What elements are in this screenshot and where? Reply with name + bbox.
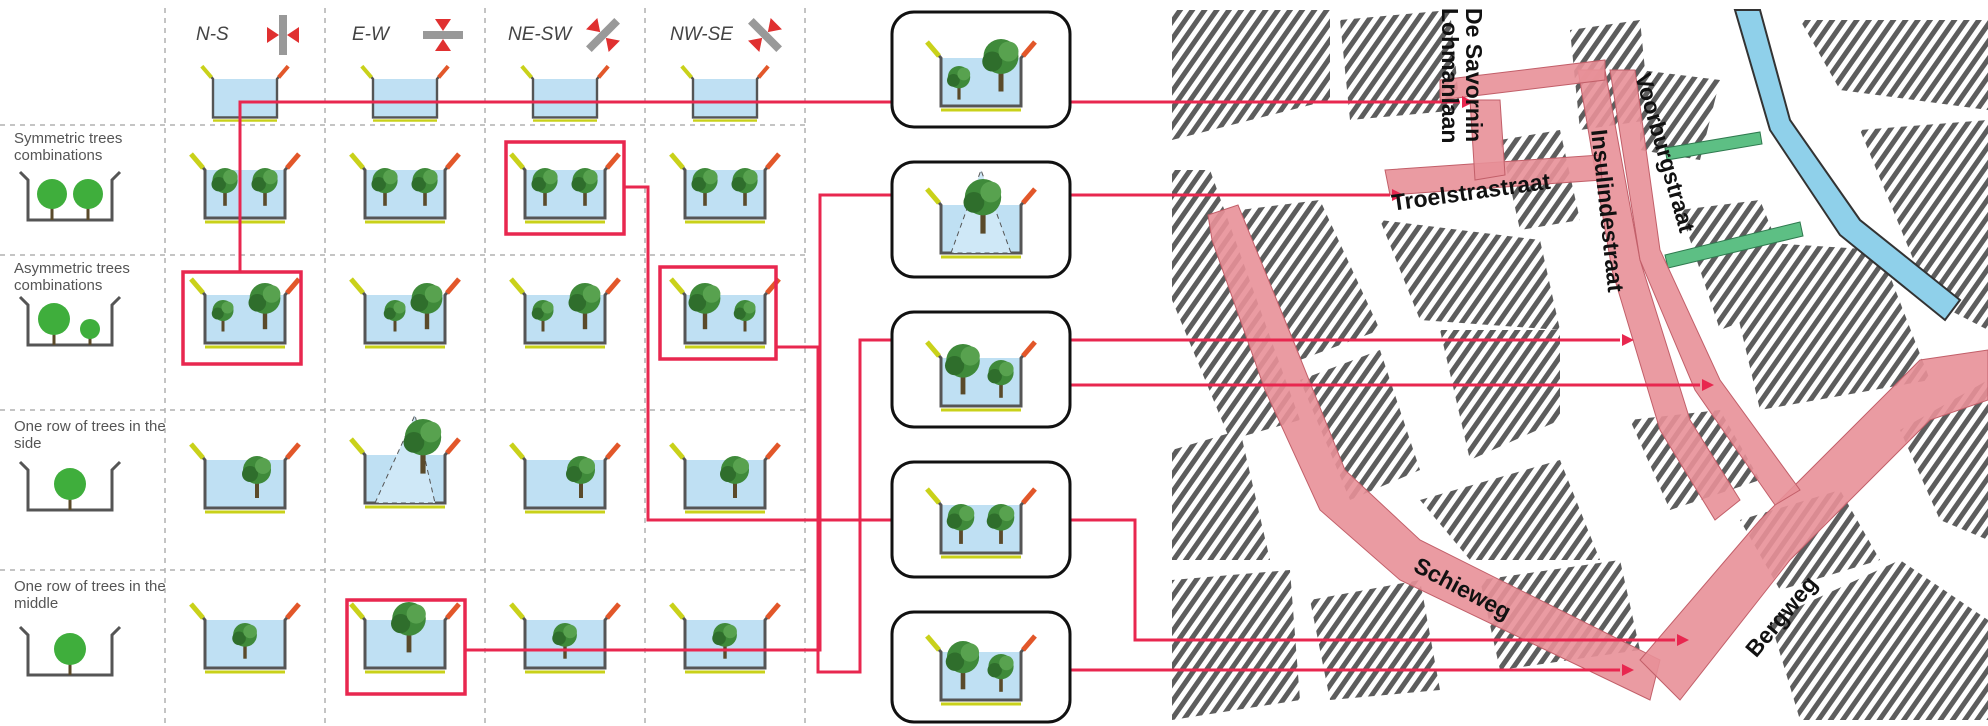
selected-profiles: [890, 10, 1072, 724]
highlight-boxes: [181, 140, 778, 696]
highlight-box-ew-middle: [345, 598, 467, 696]
column-header-nesw: NE-SW: [508, 24, 572, 45]
orientation-ew-icon: [423, 19, 463, 51]
column-header-ns: N-S: [196, 24, 229, 45]
row-label-middle: One row of trees in the middle: [14, 578, 166, 612]
street-lohmanlaan-top: [1439, 59, 1606, 101]
canal: [1733, 9, 1962, 322]
row-icon-symmetric: [18, 170, 122, 222]
green-strip-upper: [1664, 131, 1763, 161]
row-icon-side: [18, 460, 122, 512]
column-header-ew: E-W: [352, 24, 389, 45]
selected-profile-1: [890, 10, 1072, 129]
street-map: [1170, 8, 1988, 726]
street-bergweg: [1639, 349, 1988, 701]
matrix-cells: [191, 154, 779, 672]
row-icon-middle: [18, 625, 122, 677]
orientation-nesw-icon: [586, 18, 620, 52]
street-schieweg: [1207, 204, 1661, 701]
row-icon-asymmetric: [18, 295, 122, 347]
selected-profile-2: [890, 160, 1072, 279]
row-label-asymmetric: Asymmetric trees combinations: [14, 260, 130, 294]
selected-profile-5: [890, 610, 1072, 724]
row-label-symmetric: Symmetric trees combinations: [14, 130, 123, 164]
orientation-ns-icon: [267, 15, 299, 55]
street-lohmanlaan: [1469, 99, 1506, 181]
street-voorburgstraat: [1609, 69, 1801, 506]
highlight-box-nwse-asymmetric: [658, 265, 778, 361]
street-insulindestraat: [1577, 69, 1741, 521]
green-strip-lower: [1664, 221, 1804, 269]
selected-profile-4: [890, 460, 1072, 579]
highlight-box-nesw-symmetric: [504, 140, 626, 236]
row-label-side: One row of trees in the side: [14, 418, 166, 452]
street-label-lohmanlaan: De Savornin Lohmanlaan: [1437, 8, 1487, 144]
connector-lines: [238, 100, 1700, 674]
profile-matrix: [0, 8, 806, 726]
column-header-nwse: NW-SE: [670, 24, 733, 45]
orientation-nwse-icon: [748, 18, 782, 52]
highlight-box-ns-asymmetric: [181, 270, 303, 366]
connector-arrowheads: [1392, 96, 1714, 676]
selected-profile-3: [890, 310, 1072, 429]
